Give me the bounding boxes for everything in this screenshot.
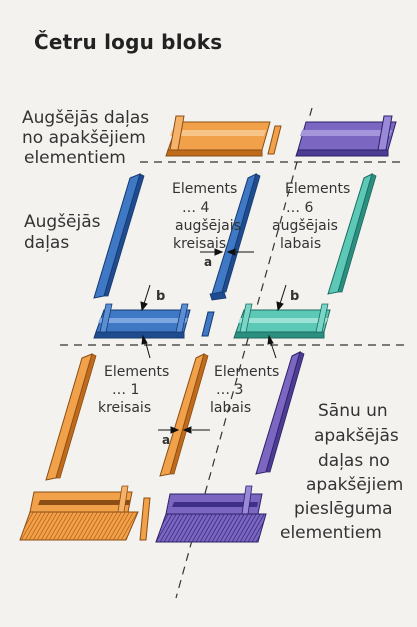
middle-strip-blue — [201, 311, 215, 337]
top-strip-orange — [267, 125, 282, 155]
label-el4-line2: … 4 — [182, 200, 209, 216]
label-el6-line4: labais — [280, 236, 321, 252]
top-flashing-orange — [165, 115, 271, 157]
label-side-line6: elementiem — [280, 523, 382, 543]
label-el1-line3: kreisais — [98, 400, 151, 416]
label-upper-parts-line2: daļas — [24, 233, 69, 253]
label-side-line2: apakšējās — [314, 426, 399, 446]
label-el1-line2: … 1 — [112, 382, 139, 398]
upper-left-element-4-blue — [209, 173, 261, 301]
label-el4-line1: Elements — [172, 181, 237, 197]
upper-left-side-blue — [93, 173, 145, 299]
label-side-line1: Sānu un — [318, 401, 388, 421]
label-el1-line1: Elements — [104, 364, 169, 380]
label-top-from-lower-line2: no apakšējiem — [22, 128, 146, 148]
diagram-labels: Augšējās daļas no apakšējiem elementiem … — [22, 108, 403, 543]
label-upper-parts-line1: Augšējās — [24, 212, 101, 232]
lower-right-element-3-purple — [255, 351, 305, 475]
middle-flashing-blue — [93, 303, 191, 339]
label-el4-line4: kreisais — [173, 236, 226, 252]
label-el6-line2: … 6 — [286, 200, 313, 216]
top-flashing-purple — [295, 115, 397, 157]
label-side-line5: pieslēguma — [294, 499, 393, 519]
label-side-line4: apakšējiem — [306, 475, 403, 495]
upper-right-element-6-teal — [327, 173, 377, 295]
label-side-line3: daļas no — [318, 451, 390, 471]
lower-left-element-1-orange — [159, 353, 209, 477]
label-el3-line1: Elements — [214, 364, 279, 380]
label-el6-line1: Elements — [285, 181, 350, 197]
label-top-from-lower-line1: Augšējās daļas — [22, 108, 149, 128]
bottom-strip-orange — [139, 497, 151, 541]
lower-left-side-orange — [45, 353, 97, 481]
label-el3-line2: … 3 — [216, 382, 243, 398]
bottom-flashing-orange — [19, 485, 139, 541]
dimension-a-upper: a — [204, 255, 212, 269]
dimension-markers — [140, 248, 287, 434]
dimension-a-lower: a — [162, 433, 170, 447]
page-title: Četru logu bloks — [34, 30, 223, 54]
bottom-flashing-purple — [155, 485, 267, 543]
label-el4-line3: augšējais — [175, 218, 241, 234]
dimension-b-right: b — [290, 289, 299, 304]
label-el3-line3: labais — [210, 400, 251, 416]
middle-flashing-teal — [233, 303, 331, 339]
dimension-b-left: b — [156, 289, 165, 304]
label-el6-line3: augšējais — [272, 218, 338, 234]
label-top-from-lower-line3: elementiem — [24, 148, 126, 168]
